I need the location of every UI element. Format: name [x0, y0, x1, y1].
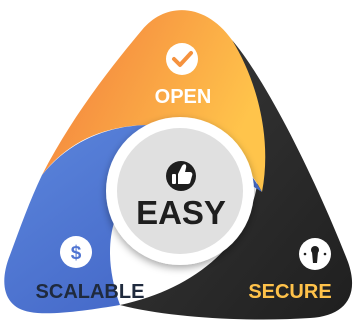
dollar-icon: $	[60, 236, 92, 268]
center-disc	[117, 128, 243, 254]
thumbs-up-icon	[166, 161, 196, 191]
center-label: EASY	[136, 194, 226, 231]
checkmark-icon	[166, 43, 198, 75]
svg-text:$: $	[71, 243, 82, 264]
segment-open	[42, 10, 266, 192]
keyhole-icon	[299, 238, 331, 270]
segment-secure	[120, 40, 353, 320]
secure-label: SECURE	[248, 281, 331, 303]
open-label: OPEN	[155, 86, 212, 108]
scalable-label: SCALABLE	[36, 281, 145, 303]
